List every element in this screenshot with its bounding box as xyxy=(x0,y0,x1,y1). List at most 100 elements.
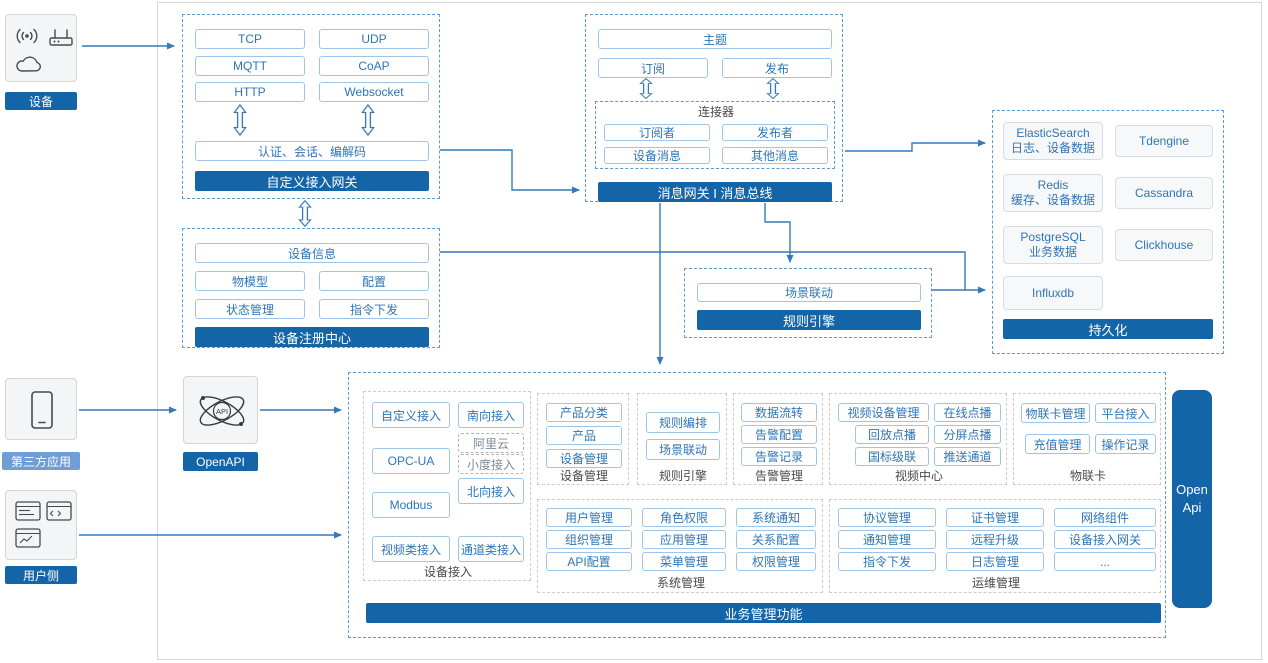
http-node: HTTP xyxy=(195,82,305,102)
org-mgmt-node: 组织管理 xyxy=(546,530,632,549)
persistence-title: 持久化 xyxy=(1003,319,1213,339)
message-bus-box: 主题 订阅 发布 连接器 订阅者 发布者 设备消息 其他消息 消息网关 I 消息… xyxy=(585,14,843,202)
persistence-box: ElasticSearch 日志、设备数据 Tdengine Redis 缓存、… xyxy=(992,110,1224,354)
third-party-badge: 第三方应用 xyxy=(2,452,80,470)
user-mgmt-node: 用户管理 xyxy=(546,508,632,527)
app-window-icon xyxy=(15,501,41,521)
iot-card-mgmt-node: 物联卡管理 xyxy=(1021,403,1090,423)
ops-mgmt-group: 协议管理 证书管理 网络组件 通知管理 远程升级 设备接入网关 指令下发 日志管… xyxy=(829,499,1161,593)
config-node: 配置 xyxy=(319,271,429,291)
clickhouse-node: Clickhouse xyxy=(1115,229,1213,261)
db-name: PostgreSQL xyxy=(1020,230,1086,244)
redis-node: Redis 缓存、设备数据 xyxy=(1003,174,1103,212)
db-desc: 业务数据 xyxy=(1028,245,1077,259)
device-access-label: 设备接入 xyxy=(423,565,472,579)
video-center-label: 视频中心 xyxy=(894,469,943,483)
rule-engine-group: 规则编排 场景联动 规则引擎 xyxy=(637,393,727,485)
ops-mgmt-label: 运维管理 xyxy=(971,576,1020,590)
role-permission-node: 角色权限 xyxy=(642,508,726,527)
tdengine-node: Tdengine xyxy=(1115,125,1213,157)
open-api-bar: Open Api xyxy=(1172,390,1212,608)
publisher-node: 发布者 xyxy=(722,124,828,141)
mqtt-node: MQTT xyxy=(195,56,305,76)
device-registry-title: 设备注册中心 xyxy=(195,327,429,347)
notify-mgmt-node: 通知管理 xyxy=(838,530,936,549)
certificate-mgmt-node: 证书管理 xyxy=(946,508,1044,527)
alarm-config-node: 告警配置 xyxy=(741,425,817,444)
operation-record-node: 操作记录 xyxy=(1095,434,1156,454)
thing-model-node: 物模型 xyxy=(195,271,305,291)
cassandra-node: Cassandra xyxy=(1115,177,1213,209)
remote-upgrade-node: 远程升级 xyxy=(946,530,1044,549)
alarm-record-node: 告警记录 xyxy=(741,447,817,466)
device-mgmt-group: 产品分类 产品 设备管理 设备管理 xyxy=(537,393,629,485)
api-atom-icon: API xyxy=(199,396,245,426)
third-party-panel xyxy=(5,378,77,440)
rule-engine-label: 规则引擎 xyxy=(658,469,707,483)
auth-session-codec-bar: 认证、会话、编解码 xyxy=(195,141,429,161)
business-box: 自定义接入 南向接入 OPC-UA 阿里云 小度接入 北向接入 Modbus 视… xyxy=(348,372,1166,638)
system-notice-node: 系统通知 xyxy=(736,508,816,527)
db-name: Tdengine xyxy=(1138,133,1190,148)
opcua-node: OPC-UA xyxy=(372,448,450,474)
coap-node: CoAP xyxy=(319,56,429,76)
db-desc: 日志、设备数据 xyxy=(1010,141,1095,155)
publish-node: 发布 xyxy=(722,58,832,78)
influxdb-node: Influxdb xyxy=(1003,276,1103,310)
data-flow-node: 数据流转 xyxy=(741,403,817,422)
command-dispatch-node: 指令下发 xyxy=(838,552,936,571)
scene-linkage-node: 场景联动 xyxy=(697,283,921,302)
rule-orchestration-node: 规则编排 xyxy=(646,412,720,433)
websocket-node: Websocket xyxy=(319,82,429,102)
cloud-icon xyxy=(16,56,41,72)
system-mgmt-label: 系统管理 xyxy=(656,576,705,590)
device-panel xyxy=(5,14,77,82)
video-center-group: 视频设备管理 在线点播 回放点播 分屏点播 国标级联 推送通道 视频中心 xyxy=(829,393,1007,485)
app-window-icon xyxy=(15,528,41,548)
db-name: Influxdb xyxy=(1031,285,1075,300)
app-mgmt-node: 应用管理 xyxy=(642,530,726,549)
db-name: Cassandra xyxy=(1134,185,1194,200)
db-name: ElasticSearch xyxy=(1016,126,1090,140)
more-node: ... xyxy=(1054,552,1156,571)
open-api-bar-line2: Api xyxy=(1182,500,1202,515)
network-component-node: 网络组件 xyxy=(1054,508,1156,527)
radio-signal-icon xyxy=(16,28,38,44)
db-desc: 缓存、设备数据 xyxy=(1010,193,1095,207)
command-dispatch-node: 指令下发 xyxy=(319,299,429,319)
business-footer-bar: 业务管理功能 xyxy=(366,603,1161,623)
db-name: Redis xyxy=(1037,178,1069,192)
push-channel-node: 推送通道 xyxy=(934,447,1001,466)
device-registry-box: 设备信息 物模型 配置 状态管理 指令下发 设备注册中心 xyxy=(182,228,440,348)
protocol-mgmt-node: 协议管理 xyxy=(838,508,936,527)
custom-access-node: 自定义接入 xyxy=(372,402,450,428)
device-mgmt-node: 设备管理 xyxy=(546,449,622,468)
openapi-label: OpenAPI xyxy=(183,452,258,471)
elasticsearch-node: ElasticSearch 日志、设备数据 xyxy=(1003,122,1103,160)
aliyun-node: 阿里云 xyxy=(458,433,524,453)
alarm-mgmt-group: 数据流转 告警配置 告警记录 告警管理 xyxy=(733,393,823,485)
iot-card-group: 物联卡管理 平台接入 充值管理 操作记录 物联卡 xyxy=(1013,393,1161,485)
custom-gateway-title: 自定义接入网关 xyxy=(195,171,429,191)
tcp-node: TCP xyxy=(195,29,305,49)
device-mgmt-label: 设备管理 xyxy=(559,469,608,483)
device-access-gateway-node: 设备接入网关 xyxy=(1054,530,1156,549)
product-category-node: 产品分类 xyxy=(546,403,622,422)
status-mgmt-node: 状态管理 xyxy=(195,299,305,319)
gb-cascade-node: 国标级联 xyxy=(855,447,929,466)
playback-vod-node: 回放点播 xyxy=(855,425,929,444)
other-message-node: 其他消息 xyxy=(722,147,828,164)
db-name: Clickhouse xyxy=(1134,237,1194,252)
relation-config-node: 关系配置 xyxy=(736,530,816,549)
user-side-badge: 用户侧 xyxy=(5,566,77,584)
openapi-panel: API xyxy=(183,376,258,444)
iot-card-label: 物联卡 xyxy=(1069,469,1106,483)
subscribe-node: 订阅 xyxy=(598,58,708,78)
postgresql-node: PostgreSQL 业务数据 xyxy=(1003,226,1103,264)
log-mgmt-node: 日志管理 xyxy=(946,552,1044,571)
modbus-node: Modbus xyxy=(372,492,450,518)
video-device-mgmt-node: 视频设备管理 xyxy=(838,403,929,422)
open-api-bar-line1: Open xyxy=(1176,482,1208,497)
product-node: 产品 xyxy=(546,426,622,445)
